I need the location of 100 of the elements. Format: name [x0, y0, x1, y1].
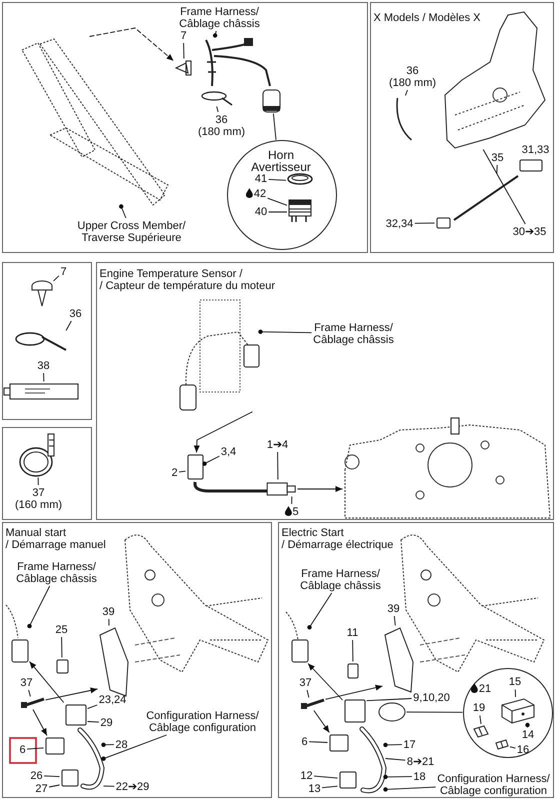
assembly-arrow	[297, 486, 343, 492]
wire-harness-drawing	[178, 298, 260, 412]
leader-line	[414, 222, 435, 224]
assembly-arrow	[308, 663, 343, 700]
callout-number: 18	[413, 770, 426, 782]
callout-number: 8➔21	[406, 756, 434, 768]
leader-line	[267, 198, 288, 206]
leader-line	[366, 698, 412, 702]
leader-line	[479, 715, 482, 724]
diagram-panel	[2, 2, 368, 253]
leader-line	[87, 704, 98, 710]
part-label: Frame Harness/ Câblage châssis	[179, 6, 260, 30]
callout-number: 39	[102, 606, 115, 618]
assembly-arrow	[325, 684, 383, 700]
callout-number: 41	[254, 173, 268, 185]
leader-line	[212, 30, 218, 38]
connector-drawing	[342, 698, 366, 724]
tube-drawing	[2, 382, 80, 400]
callout-number: 12	[300, 770, 313, 782]
cable-tie-icon	[18, 696, 46, 710]
connector-drawing	[328, 732, 350, 752]
engine-drawing	[342, 416, 552, 520]
callout-number: 16	[516, 744, 530, 756]
leader-line	[277, 452, 278, 480]
leader-line	[183, 42, 184, 59]
callout-number: 28	[115, 738, 128, 750]
connector-drawing	[518, 158, 544, 172]
callout-number: 32,34	[386, 218, 414, 230]
part-label: Frame Harness/ Câblage châssis	[16, 560, 97, 584]
leader-line	[268, 178, 286, 181]
callout-number: 25	[55, 624, 68, 636]
connector-drawing	[434, 216, 452, 230]
callout-number: 1➔4	[266, 438, 288, 450]
callout-number: 3,4	[220, 446, 236, 458]
callout-number: 27	[35, 782, 48, 794]
leader-line	[43, 372, 44, 382]
diagram-panel	[96, 262, 554, 520]
part-label: Configuration Harness/ Câblage configuration	[146, 710, 259, 734]
leader-line	[48, 784, 60, 788]
callout-number: 23,24	[98, 694, 126, 706]
hose-clamp-drawing	[18, 432, 56, 478]
diagram-panel	[370, 2, 554, 253]
screw-icon	[30, 278, 54, 308]
leader-line	[352, 640, 354, 662]
callout-number: 7	[180, 30, 187, 42]
connector-drawing	[64, 702, 88, 726]
leader-line	[525, 722, 530, 728]
fuse-drawing	[472, 724, 490, 739]
leader-line	[383, 786, 436, 792]
assembly-arrow	[32, 709, 48, 736]
assembly-arrow	[29, 661, 64, 703]
leader-line	[26, 747, 44, 750]
callout-number: 29	[100, 716, 113, 728]
leader-line	[496, 164, 498, 174]
callout-number: 36	[69, 308, 82, 320]
assembly-arrow	[313, 710, 330, 733]
panel-heading: X Models / Modèles X	[374, 12, 480, 24]
leader-line	[103, 786, 115, 787]
callout-number: 36 (180 mm)	[388, 64, 436, 88]
inset-title: Horn Avertisseur	[251, 149, 311, 173]
part-label: Configuration Harness/ Câblage configuration	[437, 772, 550, 796]
leader-line	[314, 776, 338, 779]
leader-line	[394, 616, 396, 626]
leader-line	[406, 712, 463, 713]
diagram-panel	[2, 522, 272, 798]
assembly-arrow	[194, 411, 252, 453]
callout-number: 21	[478, 683, 492, 695]
part-label: Frame Harness/ Câblage châssis	[313, 322, 394, 346]
connector-drawing	[44, 736, 66, 756]
leader-line	[44, 775, 60, 778]
callout-number: 5	[292, 506, 299, 518]
callout-number: 40	[254, 206, 268, 218]
leader-line	[101, 734, 168, 761]
diagram-panel	[2, 427, 92, 520]
leader-line	[61, 636, 62, 658]
callout-number: 7	[60, 266, 67, 278]
leader-line	[202, 456, 220, 466]
callout-number: 26	[30, 770, 43, 782]
bracket-drawing	[382, 626, 414, 694]
cable-tie-icon	[395, 96, 414, 142]
leader-line	[178, 470, 186, 472]
horn-drawing	[260, 88, 282, 114]
leader-line	[27, 586, 50, 628]
callout-number: 30➔35	[512, 226, 546, 238]
leader-line	[308, 741, 328, 743]
leader-line	[28, 690, 31, 697]
callout-number: 39	[387, 602, 400, 614]
leader-line	[510, 746, 516, 749]
leader-line	[306, 690, 310, 698]
leader-line	[108, 618, 110, 626]
part-label: Frame Harness/ Câblage châssis	[300, 568, 381, 592]
wire-harness-drawing	[204, 36, 272, 88]
cable-tie-icon	[200, 90, 234, 106]
leader-line	[216, 106, 219, 112]
leader-line	[404, 90, 408, 96]
inset-circle	[462, 668, 552, 758]
relay-ring-drawing	[376, 700, 406, 722]
callout-number: 37 (160 mm)	[14, 486, 62, 510]
cable-tie-icon	[298, 698, 326, 710]
wire-harness-drawing	[284, 610, 310, 664]
